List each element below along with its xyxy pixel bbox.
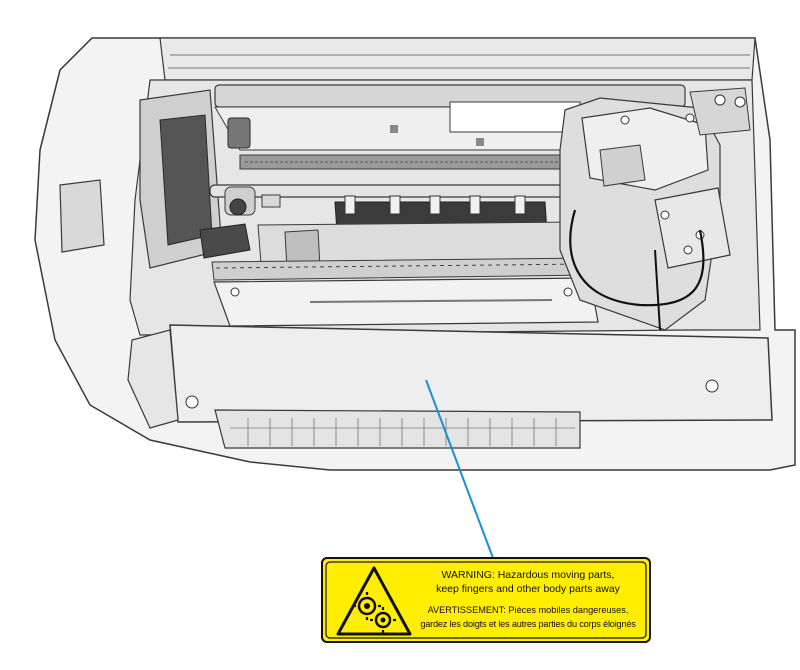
roller-end-cap <box>227 117 251 149</box>
paper-window <box>449 101 581 133</box>
left-gear-housing <box>159 114 213 246</box>
callout-leader-line <box>425 379 494 559</box>
warning-line-en-1: WARNING: Hazardous moving parts, <box>441 569 615 581</box>
warning-line-fr-2: gardez les doigts et les autres parties … <box>420 619 636 629</box>
moving-gears-warning-icon <box>336 566 412 636</box>
cover-screw-right <box>705 379 719 393</box>
ribbon-cable <box>569 209 705 307</box>
warning-line-en-2: keep fingers and other body parts away <box>436 583 620 595</box>
front-grip <box>214 409 581 449</box>
front-cover <box>127 324 773 449</box>
print-bed <box>211 221 599 327</box>
warning-label <box>321 557 651 643</box>
warning-label-text: WARNING: Hazardous moving parts, keep fi… <box>322 558 650 642</box>
cover-screw-left <box>185 395 199 409</box>
left-latch <box>199 223 251 259</box>
side-vent <box>59 179 105 253</box>
warning-line-fr-1: AVERTISSEMENT: Pièces mobiles dangereuse… <box>427 605 629 615</box>
print-head-carriage <box>559 87 751 331</box>
lid-hinge-bar <box>159 37 756 81</box>
